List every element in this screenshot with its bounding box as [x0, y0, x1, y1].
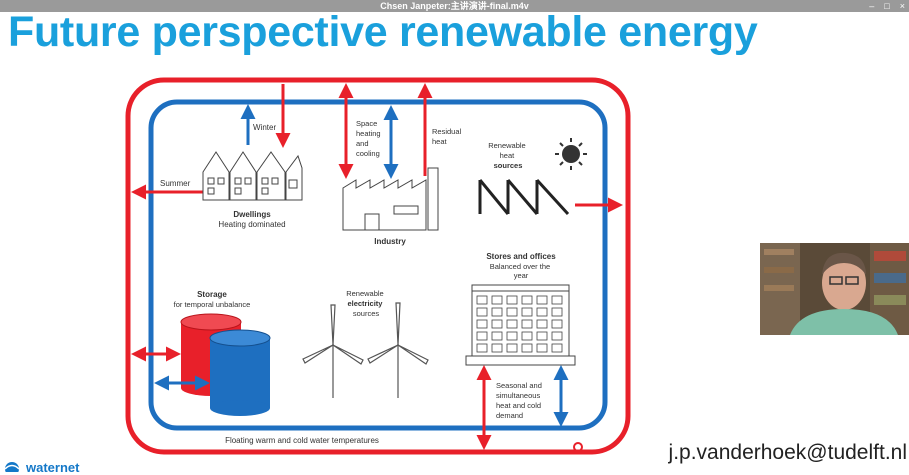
office-window	[491, 295, 503, 305]
office-window	[521, 331, 533, 341]
warm-water-loop	[125, 77, 631, 455]
office-window	[536, 343, 548, 353]
renewable-electricity-label: Renewable electricity sources	[346, 289, 386, 318]
office-window	[491, 319, 503, 329]
winter-label: Winter	[253, 123, 276, 132]
office-window	[536, 307, 548, 317]
residual-heat-label: Residual heat	[432, 127, 463, 146]
office-window	[521, 343, 533, 353]
solar-collectors-icon	[478, 178, 570, 216]
maximize-icon[interactable]: □	[884, 1, 890, 11]
cursor-marker	[573, 442, 583, 452]
minimize-icon[interactable]: –	[869, 1, 875, 11]
waternet-logo-icon	[4, 462, 20, 472]
floating-temperatures-label: Floating warm and cold water temperature…	[225, 436, 379, 445]
office-window	[476, 331, 488, 341]
storage-subtitle: for temporal unbalance	[174, 300, 251, 309]
office-window	[551, 331, 563, 341]
speaker-video	[760, 243, 909, 335]
office-window	[536, 331, 548, 341]
presenter-email[interactable]: j.p.vanderhoek@tudelft.nl	[668, 441, 907, 464]
office-window	[551, 343, 563, 353]
cold-water-tank	[209, 329, 271, 416]
storage-title: Storage	[197, 290, 227, 299]
office-window	[551, 295, 563, 305]
office-window	[491, 307, 503, 317]
office-windows	[476, 295, 563, 353]
office-window	[521, 319, 533, 329]
office-window	[521, 307, 533, 317]
office-window	[491, 331, 503, 341]
sun-icon	[555, 138, 587, 170]
office-window	[476, 319, 488, 329]
renewable-heat-label: Renewable heat sources	[488, 141, 528, 170]
stores-subtitle: Balanced over the year	[490, 262, 553, 280]
stores-title: Stores and offices	[486, 252, 556, 261]
wind-turbines-icon	[302, 302, 429, 398]
office-window	[536, 295, 548, 305]
space-heating-label: Space heating and cooling	[356, 119, 383, 158]
seasonal-label: Seasonal and simultaneous heat and cold …	[496, 381, 544, 420]
office-window	[551, 319, 563, 329]
close-icon[interactable]: ×	[899, 1, 905, 11]
office-window	[551, 307, 563, 317]
industry-icon	[342, 167, 439, 231]
video-title-bar: Chsen Janpeter:主讲演讲-final.m4v – □ ×	[0, 0, 909, 12]
office-window	[521, 295, 533, 305]
office-window	[476, 295, 488, 305]
office-window	[506, 319, 518, 329]
window-controls: – □ ×	[869, 0, 905, 12]
office-window	[506, 343, 518, 353]
office-window	[536, 319, 548, 329]
dwellings-icon	[202, 151, 303, 201]
office-window	[476, 343, 488, 353]
waternet-logo-text: waternet	[26, 460, 80, 475]
office-window	[506, 331, 518, 341]
dwellings-subtitle: Heating dominated	[218, 220, 285, 229]
industry-title: Industry	[374, 237, 406, 246]
office-window	[506, 295, 518, 305]
webcam-overlay	[760, 243, 909, 335]
office-window	[476, 307, 488, 317]
summer-label: Summer	[160, 179, 191, 188]
dwellings-title: Dwellings	[233, 210, 271, 219]
office-window	[491, 343, 503, 353]
office-window	[506, 307, 518, 317]
cold-water-loop	[148, 99, 608, 431]
slide-title: Future perspective renewable energy	[8, 8, 758, 56]
video-title: Chsen Janpeter:主讲演讲-final.m4v	[380, 1, 529, 11]
